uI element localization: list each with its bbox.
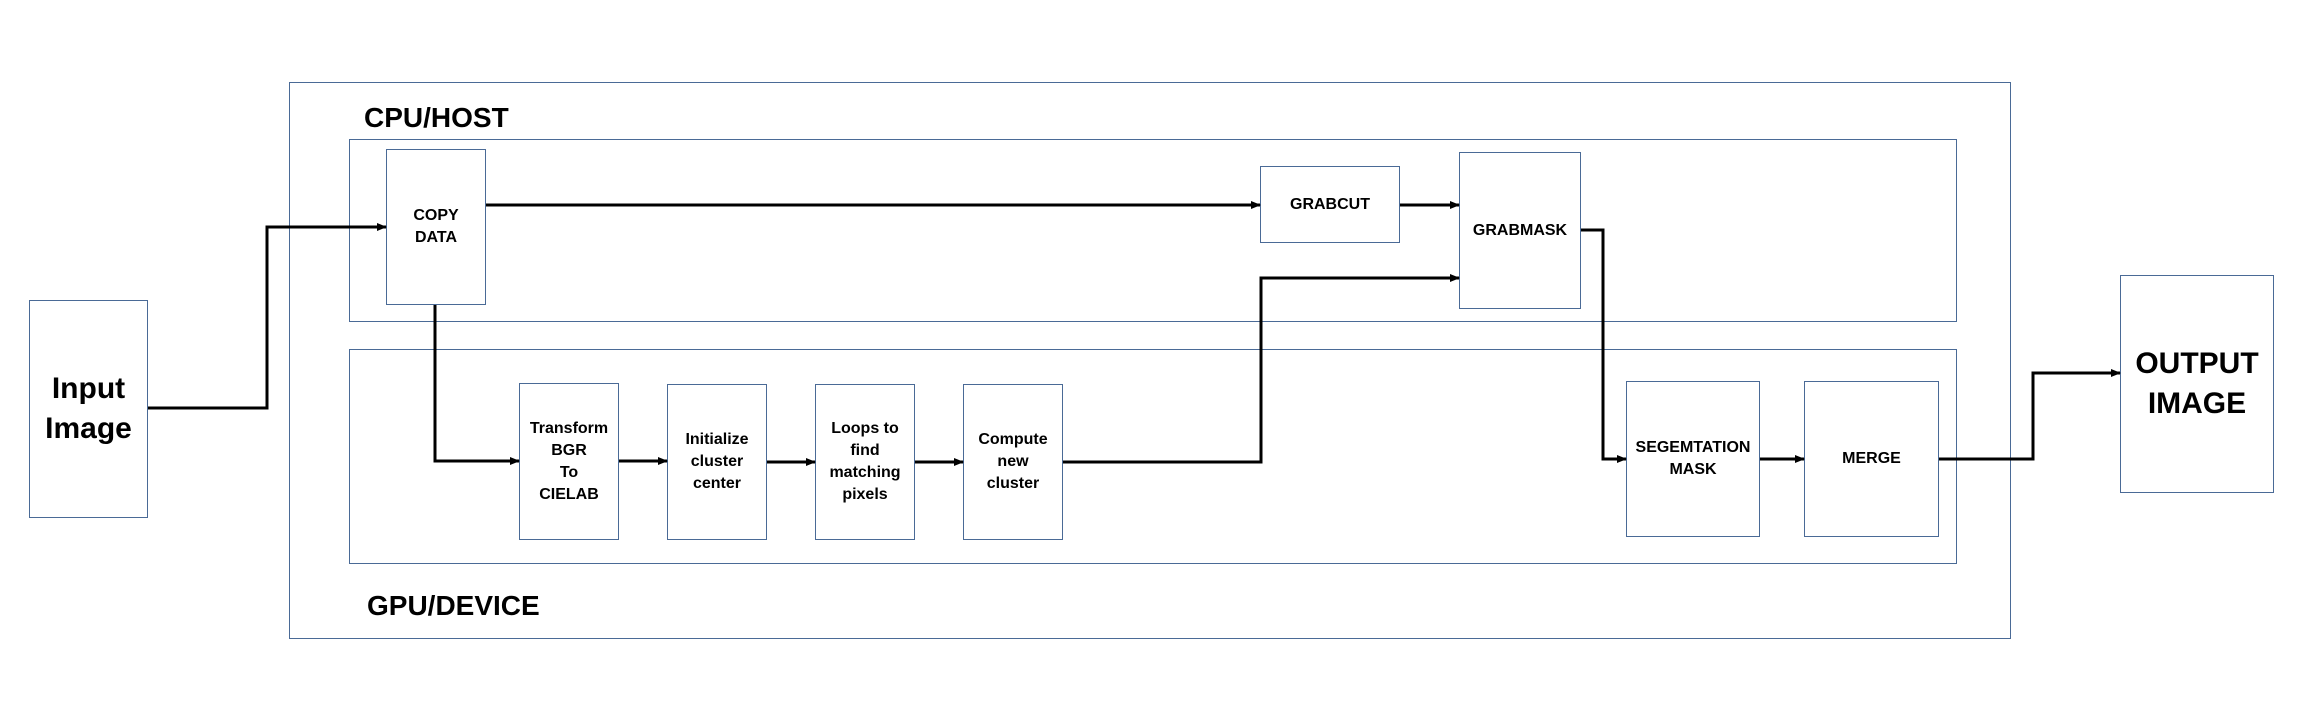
merge-node: MERGE <box>1804 381 1939 537</box>
grabcut-node: GRABCUT <box>1260 166 1400 243</box>
segmentation-mask-node: SEGEMTATION MASK <box>1626 381 1760 537</box>
copy-data-node: COPY DATA <box>386 149 486 305</box>
output-image-node: OUTPUT IMAGE <box>2120 275 2274 493</box>
compute-cluster-node: Compute new cluster <box>963 384 1063 540</box>
gpu-device-label: GPU/DEVICE <box>367 590 540 621</box>
cpu-host-lane <box>349 139 1957 322</box>
input-image-node: Input Image <box>29 300 148 518</box>
loops-matching-node: Loops to find matching pixels <box>815 384 915 540</box>
initialize-cluster-node: Initialize cluster center <box>667 384 767 540</box>
cpu-host-label: CPU/HOST <box>364 102 509 133</box>
grabmask-node: GRABMASK <box>1459 152 1581 309</box>
transform-bgr-node: Transform BGR To CIELAB <box>519 383 619 540</box>
